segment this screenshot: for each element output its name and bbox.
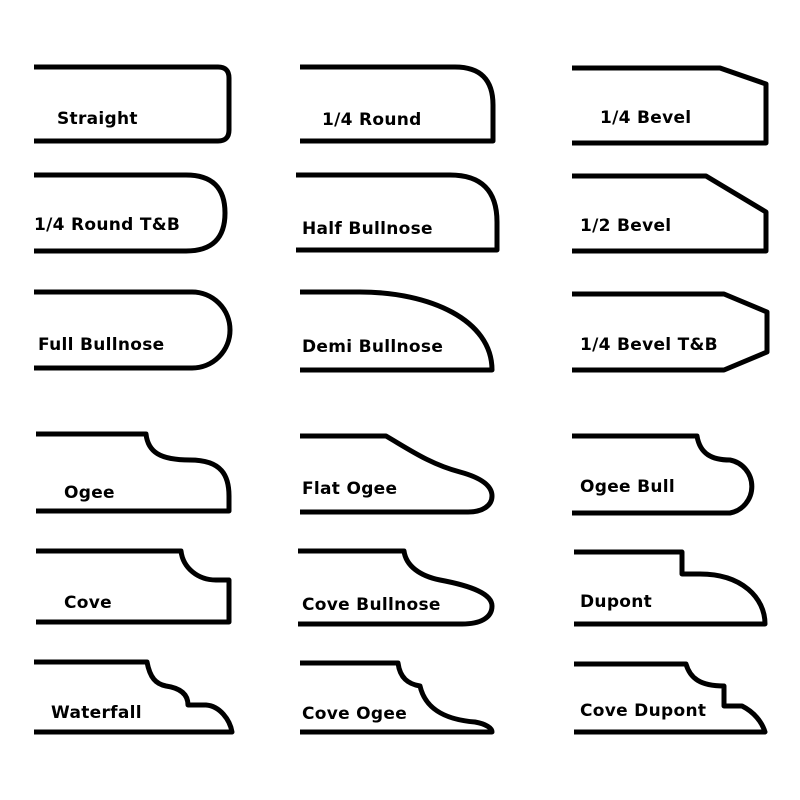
dupont-outline bbox=[574, 549, 768, 627]
edge-profile-half-bevel: 1/2 Bevel bbox=[572, 173, 769, 254]
edge-profile-full-bullnose: Full Bullnose bbox=[34, 289, 233, 371]
edge-profile-half-bullnose: Half Bullnose bbox=[296, 172, 500, 253]
edge-profile-quarter-bevel: 1/4 Bevel bbox=[572, 65, 769, 146]
ogee-outline bbox=[36, 431, 232, 514]
full-bullnose-label: Full Bullnose bbox=[38, 335, 165, 355]
edge-profile-ogee-bull: Ogee Bull bbox=[572, 433, 755, 516]
quarter-round-tb-outline bbox=[34, 172, 228, 254]
ogee-bull-label: Ogee Bull bbox=[580, 477, 675, 497]
edge-profile-demi-bullnose: Demi Bullnose bbox=[300, 289, 495, 373]
half-bevel-label: 1/2 Bevel bbox=[580, 216, 671, 236]
cove-label: Cove bbox=[64, 593, 112, 613]
cove-ogee-label: Cove Ogee bbox=[302, 704, 407, 724]
flat-ogee-label: Flat Ogee bbox=[302, 479, 397, 499]
half-bullnose-outline bbox=[296, 172, 500, 253]
edge-profile-cove-dupont: Cove Dupont bbox=[574, 661, 768, 735]
cove-bullnose-outline bbox=[298, 548, 495, 627]
edge-profile-quarter-bevel-tb: 1/4 Bevel T&B bbox=[572, 291, 770, 373]
cove-dupont-outline bbox=[574, 661, 768, 735]
flat-ogee-outline bbox=[300, 433, 495, 515]
waterfall-outline bbox=[34, 659, 235, 735]
half-bullnose-label: Half Bullnose bbox=[302, 219, 433, 239]
dupont-label: Dupont bbox=[580, 592, 652, 612]
demi-bullnose-outline bbox=[300, 289, 495, 373]
cove-bullnose-label: Cove Bullnose bbox=[302, 595, 441, 615]
demi-bullnose-label: Demi Bullnose bbox=[302, 337, 443, 357]
quarter-bevel-tb-label: 1/4 Bevel T&B bbox=[580, 335, 718, 355]
ogee-bull-outline bbox=[572, 433, 755, 516]
quarter-bevel-tb-outline bbox=[572, 291, 770, 373]
quarter-round-label: 1/4 Round bbox=[322, 110, 422, 130]
cove-dupont-label: Cove Dupont bbox=[580, 701, 706, 721]
cove-outline bbox=[36, 548, 232, 625]
edge-profile-cove: Cove bbox=[36, 548, 232, 625]
edge-profile-dupont: Dupont bbox=[574, 549, 768, 627]
full-bullnose-outline bbox=[34, 289, 233, 371]
quarter-round-tb-label: 1/4 Round T&B bbox=[34, 215, 180, 235]
quarter-round-outline bbox=[300, 64, 496, 144]
edge-profile-quarter-round-tb: 1/4 Round T&B bbox=[34, 172, 228, 254]
straight-outline bbox=[34, 64, 232, 144]
edge-profile-quarter-round: 1/4 Round bbox=[300, 64, 496, 144]
half-bevel-outline bbox=[572, 173, 769, 254]
edge-profile-flat-ogee: Flat Ogee bbox=[300, 433, 495, 515]
quarter-bevel-label: 1/4 Bevel bbox=[600, 108, 691, 128]
waterfall-label: Waterfall bbox=[51, 703, 142, 723]
edge-profile-waterfall: Waterfall bbox=[34, 659, 235, 735]
edge-profile-ogee: Ogee bbox=[36, 431, 232, 514]
edge-profile-cove-ogee: Cove Ogee bbox=[300, 660, 495, 735]
straight-label: Straight bbox=[57, 109, 138, 129]
cove-ogee-outline bbox=[300, 660, 495, 735]
quarter-bevel-outline bbox=[572, 65, 769, 146]
edge-profile-straight: Straight bbox=[34, 64, 232, 144]
ogee-label: Ogee bbox=[64, 483, 115, 503]
edge-profile-cove-bullnose: Cove Bullnose bbox=[298, 548, 495, 627]
